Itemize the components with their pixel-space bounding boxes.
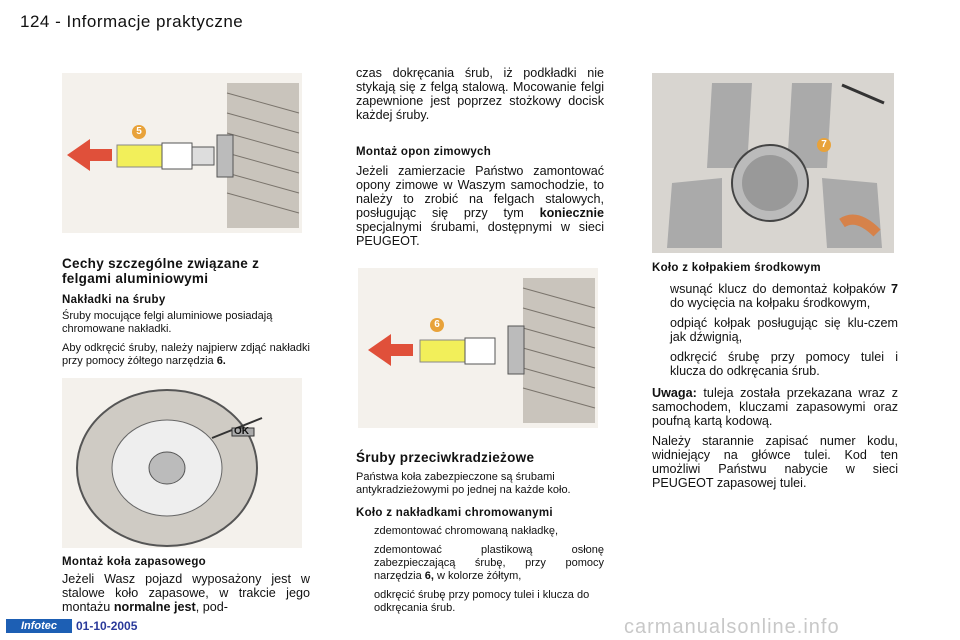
section-title-anti-theft: Śruby przeciwkradzieżowe [356, 450, 535, 465]
col2-bottom: Śruby przeciwkradzieżowe Państwa koła za… [356, 450, 604, 615]
page-title: 124 - Informacje praktyczne [20, 12, 244, 31]
paragraph-anti-theft: Państwa koła zabezpieczone są śrubami an… [356, 471, 571, 496]
paragraph-bolt-caps: Śruby mocujące felgi aluminiowe posiadaj… [62, 310, 273, 335]
spare-wheel-illustration [76, 389, 263, 547]
footer-date: 01-10-2005 [76, 619, 138, 633]
cap-removal-illustration [67, 83, 300, 228]
list-item: zdemontować plastikową osłonę zabezpiecz… [374, 544, 604, 582]
col2-top: czas dokręcania śrub, iż podkładki nie s… [356, 66, 604, 248]
subtitle-spare-wheel: Montaż koła zapasowego [62, 556, 206, 568]
figure-badge-7: 7 [817, 138, 831, 152]
paragraph-code-number: Należy starannie zapisać numer kodu, wid… [652, 434, 898, 490]
list-item: odkręcić śrubę przy pomocy tulei i klucz… [374, 589, 590, 614]
list-item: zdemontować chromowaną nakładkę, [374, 525, 559, 537]
list-item: odpiąć kołpak posługując się klu-czem ja… [670, 316, 898, 344]
list-item: wsunąć klucz do demontaż kołpaków 7 do w… [670, 282, 898, 310]
list-item: odkręcić śrubę przy pomocy tulei i klucz… [670, 350, 898, 378]
figure-cap-removal: 5 [62, 73, 302, 233]
subtitle-winter-tyres: Montaż opon zimowych [356, 146, 492, 158]
col1-section-top: Cechy szczególne związane z felgami alum… [62, 256, 310, 368]
figure-spare-wheel: OK [62, 378, 302, 548]
paragraph-remove-caps: Aby odkręcić śruby, należy najpierw zdją… [62, 342, 310, 367]
paragraph-winter-tyres: Jeżeli zamierzacie Państwo zamontować op… [356, 164, 604, 248]
subtitle-chrome-caps: Koło z nakładkami chromowanymi [356, 507, 553, 519]
anti-theft-illustration [368, 278, 596, 423]
paragraph-note: Uwaga: tuleja została przekazana wraz z … [652, 386, 898, 428]
figure-anti-theft: 6 [358, 268, 598, 428]
chrome-steps-list: zdemontować chromowaną nakładkę, zdemont… [356, 525, 604, 615]
paragraph-spare-wheel: Jeżeli Wasz pojazd wyposażony jest w sta… [62, 572, 310, 614]
figure-hubcap: 7 [652, 73, 894, 253]
col1-section-bottom: Montaż koła zapasowego Jeżeli Wasz pojaz… [62, 556, 310, 614]
watermark: carmanualsonline.info [624, 616, 840, 638]
col3: Koło z kołpakiem środkowym wsunąć klucz … [652, 262, 898, 490]
infotec-badge: Infotec [6, 619, 72, 633]
figure-badge-6: 6 [430, 318, 444, 332]
hubcap-illustration [652, 73, 894, 253]
section-title-aluminium: Cechy szczególne związane z felgami alum… [62, 256, 260, 286]
figure-badge-5: 5 [132, 125, 146, 139]
subtitle-center-hubcap: Koło z kołpakiem środkowym [652, 262, 821, 274]
ok-label: OK [234, 426, 249, 437]
paragraph-continuation: czas dokręcania śrub, iż podkładki nie s… [356, 66, 604, 122]
subtitle-bolt-caps: Nakładki na śruby [62, 294, 166, 306]
hubcap-steps-list: wsunąć klucz do demontaż kołpaków 7 do w… [652, 282, 898, 378]
